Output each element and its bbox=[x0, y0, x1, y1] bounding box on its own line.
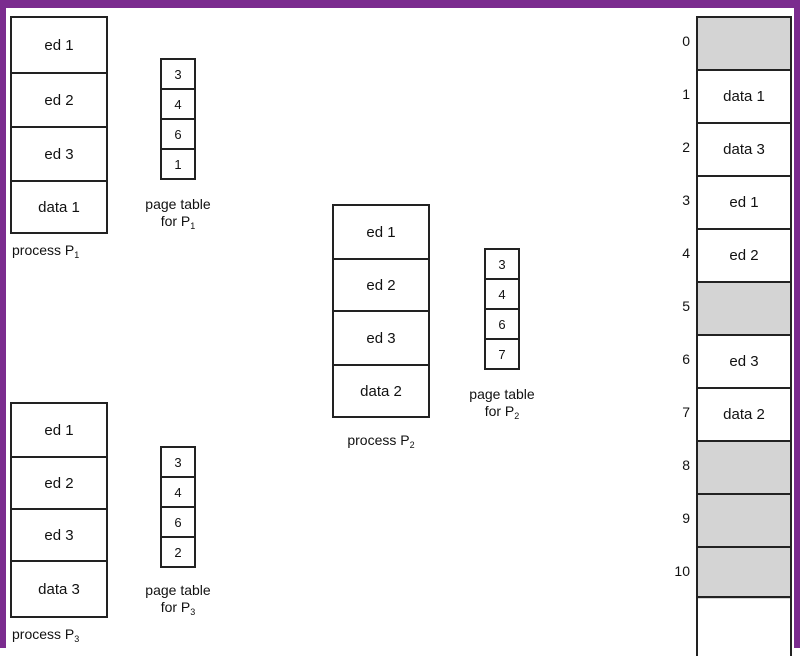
page-table-p3-entry: 3 bbox=[160, 446, 196, 478]
page-table-p3-entry: 2 bbox=[160, 536, 196, 568]
process-p3-caption: process P3 bbox=[12, 626, 80, 644]
page-table-p2-entry: 6 bbox=[484, 308, 520, 340]
memory-frame: data 3 bbox=[696, 122, 792, 175]
process-p1-page: ed 1 bbox=[10, 16, 108, 74]
process-p1-caption: process P1 bbox=[12, 242, 80, 260]
process-p3-page: data 3 bbox=[10, 560, 108, 618]
page-table-p1-entry: 1 bbox=[160, 148, 196, 180]
memory-frame-free bbox=[696, 493, 792, 546]
page-table-p2-entry: 4 bbox=[484, 278, 520, 310]
process-p1-page: ed 3 bbox=[10, 126, 108, 182]
page-table-p3-caption: page table for P3 bbox=[145, 582, 211, 617]
page-table-p3-entry: 6 bbox=[160, 506, 196, 538]
process-p2-page: ed 1 bbox=[332, 204, 430, 260]
memory-unused-region bbox=[696, 596, 792, 656]
memory-frame-number: 6 bbox=[682, 351, 690, 367]
process-p1-page: data 1 bbox=[10, 180, 108, 234]
process-p3-page: ed 2 bbox=[10, 456, 108, 510]
memory-frame-number: 9 bbox=[682, 510, 690, 526]
page-table-p3-entry: 4 bbox=[160, 476, 196, 508]
memory-frame-number: 5 bbox=[682, 298, 690, 314]
memory-frame: data 2 bbox=[696, 387, 792, 440]
memory-frame-number: 2 bbox=[682, 139, 690, 155]
memory-frame: ed 1 bbox=[696, 175, 792, 228]
memory-frame-number: 3 bbox=[682, 192, 690, 208]
memory-frame-free bbox=[696, 440, 792, 493]
memory-frame-number: 7 bbox=[682, 404, 690, 420]
page-table-p1-entry: 4 bbox=[160, 88, 196, 120]
process-p3-page: ed 1 bbox=[10, 402, 108, 458]
memory-frame: ed 2 bbox=[696, 228, 792, 281]
memory-frame-number: 8 bbox=[682, 457, 690, 473]
memory-frame: data 1 bbox=[696, 69, 792, 122]
process-p2-page: data 2 bbox=[332, 364, 430, 418]
page-table-p2-entry: 3 bbox=[484, 248, 520, 280]
process-p3-page: ed 3 bbox=[10, 508, 108, 562]
process-p2-page: ed 2 bbox=[332, 258, 430, 312]
process-p1-page: ed 2 bbox=[10, 72, 108, 128]
memory-frame-number: 1 bbox=[682, 86, 690, 102]
memory-frame-free bbox=[696, 281, 792, 334]
memory-frame-number: 10 bbox=[674, 563, 690, 579]
memory-frame: ed 3 bbox=[696, 334, 792, 387]
page-table-p2-entry: 7 bbox=[484, 338, 520, 370]
process-p2-caption: process P2 bbox=[347, 432, 415, 450]
memory-frame-number: 0 bbox=[682, 33, 690, 49]
memory-frame-number: 4 bbox=[682, 245, 690, 261]
memory-frame-free bbox=[696, 546, 792, 599]
memory-frame-free bbox=[696, 16, 792, 69]
page-table-p2-caption: page table for P2 bbox=[469, 386, 535, 421]
page-table-p1-caption: page table for P1 bbox=[145, 196, 211, 231]
process-p2-page: ed 3 bbox=[332, 310, 430, 366]
page-table-p1-entry: 6 bbox=[160, 118, 196, 150]
page-table-p1-entry: 3 bbox=[160, 58, 196, 90]
